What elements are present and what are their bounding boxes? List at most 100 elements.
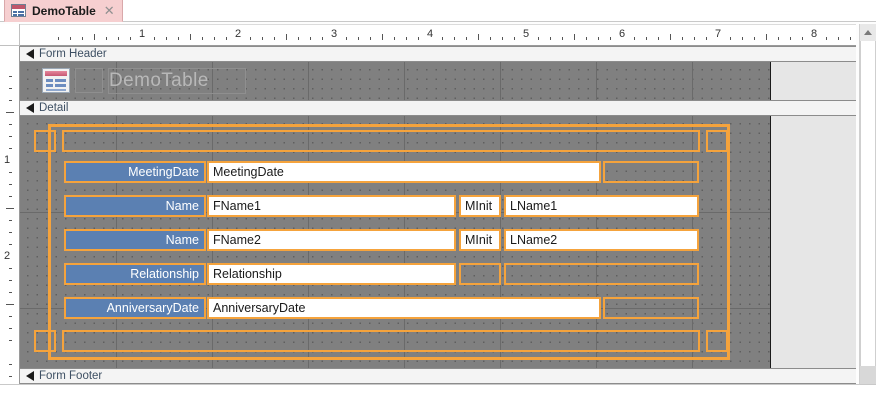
label-name-1[interactable]: Name	[64, 195, 206, 217]
ruler-tick	[202, 37, 203, 40]
scroll-up-icon[interactable]	[860, 24, 876, 41]
textbox-meetingdate[interactable]: MeetingDate	[207, 161, 601, 183]
ruler-tick	[442, 37, 443, 40]
design-surface[interactable]: Form Header DemoTable Detail	[20, 46, 856, 384]
textbox-anniversarydate[interactable]: AnniversaryDate	[207, 297, 601, 319]
ruler-tick	[178, 37, 179, 40]
ruler-tick	[370, 37, 371, 40]
header-placeholder-box[interactable]	[75, 68, 103, 93]
section-collapse-icon	[26, 371, 34, 381]
ruler-label: 5	[522, 28, 530, 40]
textbox-relationship[interactable]: Relationship	[207, 263, 456, 285]
ruler-tick	[310, 37, 311, 40]
ruler-tick	[418, 37, 419, 40]
form-header-canvas[interactable]: DemoTable	[20, 62, 770, 100]
tab-demotable[interactable]: DemoTable ✕	[4, 0, 123, 22]
ruler-tick	[826, 37, 827, 40]
section-bar-detail[interactable]: Detail	[20, 100, 856, 116]
ruler-tick	[94, 34, 95, 40]
ruler-tick	[406, 37, 407, 40]
close-icon[interactable]: ✕	[103, 3, 115, 18]
textbox-lname2[interactable]: LName2	[504, 229, 699, 251]
meetingdate-row-filler[interactable]	[603, 161, 699, 183]
textbox-minit2[interactable]: MInit	[459, 229, 501, 251]
ruler-tick	[850, 37, 851, 40]
relationship-filler-1[interactable]	[459, 263, 501, 285]
ruler-tick	[490, 37, 491, 40]
textbox-fname1[interactable]: FName1	[207, 195, 456, 217]
section-label-form-footer: Form Footer	[39, 370, 103, 382]
ruler-tick	[9, 232, 12, 233]
bottom-spacer-row[interactable]	[62, 330, 700, 352]
top-spacer-row[interactable]	[62, 130, 700, 152]
form-logo-icon[interactable]	[42, 68, 70, 93]
tab-label: DemoTable	[32, 3, 96, 18]
anniversarydate-row-filler[interactable]	[603, 297, 699, 319]
label-name-2[interactable]: Name	[64, 229, 206, 251]
label-anniversarydate[interactable]: AnniversaryDate	[64, 297, 206, 319]
ruler-tick	[9, 220, 12, 221]
ruler-corner[interactable]	[0, 24, 20, 46]
textbox-lname1[interactable]: LName1	[504, 195, 699, 217]
ruler-label: 7	[714, 28, 722, 40]
label-relationship[interactable]: Relationship	[64, 263, 206, 285]
ruler-tick	[610, 37, 611, 40]
ruler-tick	[130, 37, 131, 40]
detail-canvas[interactable]: MeetingDate MeetingDate Name FName1 MIni…	[20, 116, 770, 368]
ruler-tick	[706, 37, 707, 40]
ruler-tick	[154, 37, 155, 40]
section-collapse-icon	[26, 103, 34, 113]
textbox-minit1[interactable]: MInit	[459, 195, 501, 217]
ruler-tick	[382, 34, 383, 40]
layout-control-frame[interactable]	[48, 124, 730, 360]
ruler-tick	[682, 37, 683, 40]
section-collapse-icon	[26, 49, 34, 59]
ruler-tick	[118, 37, 119, 40]
textbox-fname2[interactable]: FName2	[207, 229, 456, 251]
ruler-tick	[9, 280, 12, 281]
ruler-tick	[298, 37, 299, 40]
layout-handle-bottom-right[interactable]	[706, 330, 728, 352]
ruler-tick	[6, 208, 14, 209]
ruler-tick	[106, 37, 107, 40]
ruler-tick	[694, 37, 695, 40]
section-bar-form-footer[interactable]: Form Footer	[20, 368, 856, 384]
ruler-tick	[6, 112, 14, 113]
layout-handle-top-left[interactable]	[34, 130, 56, 152]
ruler-tick	[658, 37, 659, 40]
ruler-tick	[670, 34, 671, 40]
ruler-tick	[214, 37, 215, 40]
ruler-tick	[358, 37, 359, 40]
form-title-label[interactable]: DemoTable	[108, 68, 246, 94]
ruler-tick	[454, 37, 455, 40]
ruler-label: 8	[810, 28, 818, 40]
ruler-tick	[646, 37, 647, 40]
ruler-tick	[9, 376, 12, 377]
ruler-tick	[82, 37, 83, 40]
ruler-tick	[250, 37, 251, 40]
ruler-tick	[9, 100, 12, 101]
scrollbar-track[interactable]	[860, 41, 876, 366]
section-label-detail: Detail	[39, 102, 69, 114]
relationship-filler-2[interactable]	[504, 263, 699, 285]
form-header-outside-area	[770, 62, 856, 100]
ruler-tick	[166, 37, 167, 40]
layout-handle-top-right[interactable]	[706, 130, 728, 152]
form-icon	[11, 4, 26, 17]
ruler-tick	[9, 148, 12, 149]
label-meetingdate[interactable]: MeetingDate	[64, 161, 206, 183]
layout-handle-bottom-left[interactable]	[34, 330, 56, 352]
ruler-label: 1	[4, 154, 11, 166]
vertical-scrollbar[interactable]	[859, 24, 876, 384]
ruler-tick	[9, 328, 12, 329]
ruler-label: 6	[618, 28, 626, 40]
ruler-tick	[226, 37, 227, 40]
ruler-label: 4	[426, 28, 434, 40]
ruler-tick	[70, 37, 71, 40]
section-bar-form-header[interactable]: Form Header	[20, 46, 856, 62]
section-label-form-header: Form Header	[39, 48, 107, 60]
ruler-tick	[574, 34, 575, 40]
ruler-tick	[514, 37, 515, 40]
